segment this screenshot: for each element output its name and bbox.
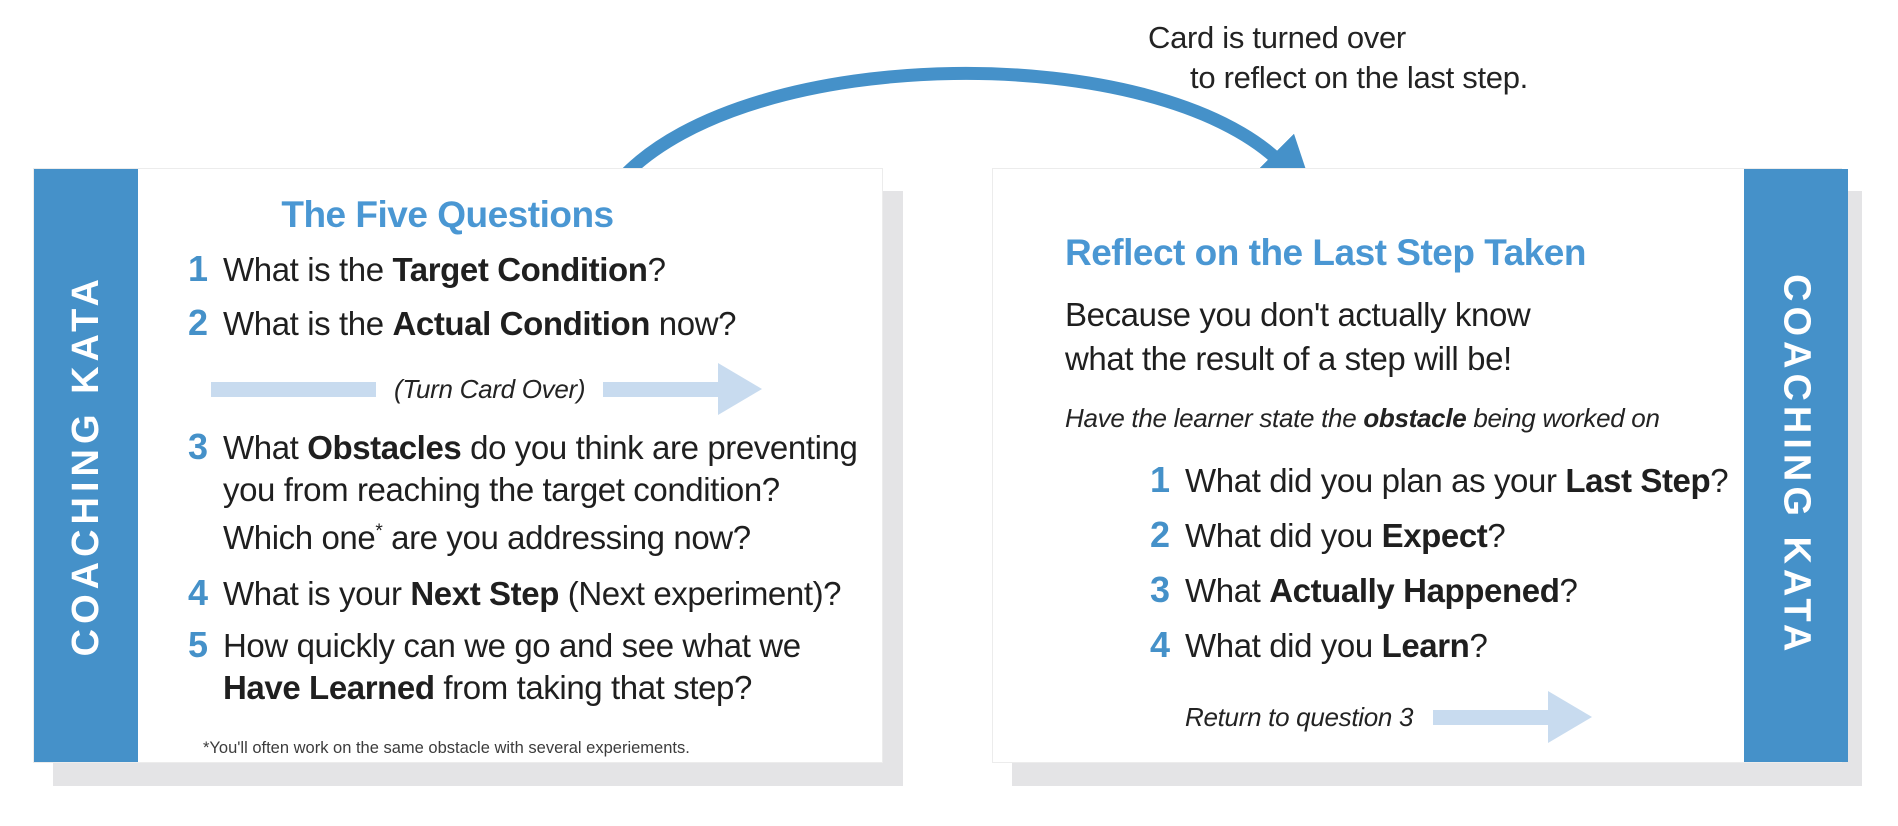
arrow-head (1548, 691, 1593, 743)
question-1-pre: What is the (223, 251, 393, 288)
return-note: Return to question 3 (1185, 701, 1414, 732)
question-3-number: 3 (187, 426, 209, 467)
reflect-question-1-text: What did you plan as your Last Step? (1185, 460, 1729, 502)
caption: Card is turned over to reflect on the la… (1148, 18, 1528, 97)
reflect-question-4-pre: What did you (1185, 627, 1382, 664)
arrow-head (718, 363, 763, 415)
reflect-content: Reflect on the Last Step Taken Because y… (993, 169, 1744, 762)
reflect-question-2-number: 2 (1149, 514, 1171, 555)
question-5-bold: Have Learned (223, 669, 435, 706)
question-5: 5 How quickly can we go and see what we … (183, 625, 862, 709)
question-3-pre: What (223, 429, 308, 466)
question-1-post: ? (647, 251, 666, 288)
reflect-paragraph-line-2: what the result of a step will be! (1065, 340, 1512, 377)
reflect-question-1-bold: Last Step (1565, 462, 1711, 499)
reflect-questions: 1 What did you plan as your Last Step? 2… (1145, 459, 1729, 667)
question-5-post: from taking that step? (434, 669, 752, 706)
reflect-question-4-text: What did you Learn? (1185, 625, 1488, 667)
question-5-number: 5 (187, 624, 209, 665)
reflect-paragraph: Because you don't actually know what the… (1065, 293, 1728, 381)
question-4-text: What is your Next Step (Next experiment)… (223, 573, 842, 615)
question-2-pre: What is the (223, 305, 393, 342)
coaching-kata-label: COACHING KATA (1775, 274, 1818, 657)
learner-note-post: being worked on (1466, 403, 1660, 433)
reflect-question-4: 4 What did you Learn? (1145, 625, 1728, 667)
pale-bar-icon (211, 381, 376, 397)
return-to-question-row: Return to question 3 (1185, 691, 1728, 743)
question-1: 1 What is the Target Condition? (183, 249, 862, 291)
coaching-kata-band-right: COACHING KATA (1744, 169, 1849, 762)
question-3-line-3-post: are you addressing now? (382, 519, 751, 556)
arrow-right-icon (1433, 691, 1593, 743)
turn-card-over-note: (Turn Card Over) (394, 373, 586, 404)
five-questions-card: COACHING KATA The Five Questions 1 What … (33, 168, 883, 763)
question-2-bold: Actual Condition (392, 305, 651, 342)
question-1-bold: Target Condition (392, 251, 648, 288)
question-5-text: How quickly can we go and see what we Ha… (223, 625, 801, 709)
reflect-question-2-text: What did you Expect? (1185, 515, 1506, 557)
question-4-bold: Next Step (410, 575, 559, 612)
question-1-text: What is the Target Condition? (223, 249, 666, 291)
question-3-line-3: Which one* are you addressing now? (223, 511, 857, 559)
question-4: 4 What is your Next Step (Next experimen… (183, 573, 862, 615)
reflect-question-3-text: What Actually Happened? (1185, 570, 1578, 612)
reflect-question-1-pre: What did you plan as your (1185, 462, 1566, 499)
question-3-post: do you think are preventing (461, 429, 858, 466)
question-3-bold: Obstacles (307, 429, 462, 466)
coaching-kata-band-left: COACHING KATA (34, 169, 138, 762)
reflect-card: Reflect on the Last Step Taken Because y… (992, 168, 1849, 763)
question-3-line-3-pre: Which one (223, 519, 376, 556)
caption-line-1: Card is turned over (1148, 20, 1406, 55)
question-5-line-2: Have Learned from taking that step? (223, 667, 801, 709)
reflect-question-4-post: ? (1469, 627, 1488, 664)
arrow-shaft (1433, 709, 1549, 725)
question-3-line-1: What Obstacles do you think are preventi… (223, 427, 858, 469)
footnote-asterisk: * (375, 521, 383, 542)
reflect-question-3-bold: Actually Happened (1269, 572, 1560, 609)
caption-line-2: to reflect on the last step. (1190, 59, 1528, 95)
reflect-question-3-number: 3 (1149, 569, 1171, 610)
question-2-number: 2 (187, 302, 209, 343)
turn-card-over-row: (Turn Card Over) (211, 363, 862, 415)
question-3-text: What Obstacles do you think are preventi… (223, 427, 858, 559)
reflect-question-4-bold: Learn (1381, 627, 1470, 664)
reflect-question-3: 3 What Actually Happened? (1145, 570, 1728, 612)
question-2-post: now? (650, 305, 737, 342)
reflect-question-3-post: ? (1559, 572, 1578, 609)
reflect-question-1-number: 1 (1149, 459, 1171, 500)
reflect-question-2-pre: What did you (1185, 517, 1382, 554)
reflect-question-4-number: 4 (1149, 624, 1171, 665)
reflect-question-1-post: ? (1710, 462, 1729, 499)
question-1-number: 1 (187, 248, 209, 289)
learner-note: Have the learner state the obstacle bein… (1065, 403, 1728, 434)
footnote: *You'll often work on the same obstacle … (203, 739, 690, 757)
learner-note-bold: obstacle (1363, 403, 1467, 433)
reflect-question-2: 2 What did you Expect? (1145, 515, 1728, 557)
coaching-kata-label: COACHING KATA (64, 274, 107, 657)
arrow-shaft (603, 381, 719, 397)
question-2: 2 What is the Actual Condition now? (183, 303, 862, 345)
reflect-question-2-post: ? (1487, 517, 1506, 554)
question-4-post: (Next experiment)? (558, 575, 842, 612)
reflect-question-2-bold: Expect (1381, 517, 1488, 554)
reflect-question-1: 1 What did you plan as your Last Step? (1145, 459, 1729, 502)
five-questions-content: The Five Questions 1 What is the Target … (138, 169, 882, 762)
question-3: 3 What Obstacles do you think are preven… (183, 427, 862, 559)
question-4-number: 4 (187, 572, 209, 613)
question-5-line-1: How quickly can we go and see what we (223, 627, 801, 664)
arrow-right-icon (603, 363, 763, 415)
reflect-paragraph-line-1: Because you don't actually know (1065, 296, 1531, 333)
left-card-title: The Five Questions (281, 194, 614, 235)
reflect-question-3-pre: What (1185, 572, 1270, 609)
question-3-line-2: you from reaching the target condition? (223, 471, 780, 508)
question-4-pre: What is your (223, 575, 411, 612)
question-2-text: What is the Actual Condition now? (223, 303, 736, 345)
right-card-title: Reflect on the Last Step Taken (1065, 232, 1586, 273)
learner-note-pre: Have the learner state the (1065, 403, 1364, 433)
